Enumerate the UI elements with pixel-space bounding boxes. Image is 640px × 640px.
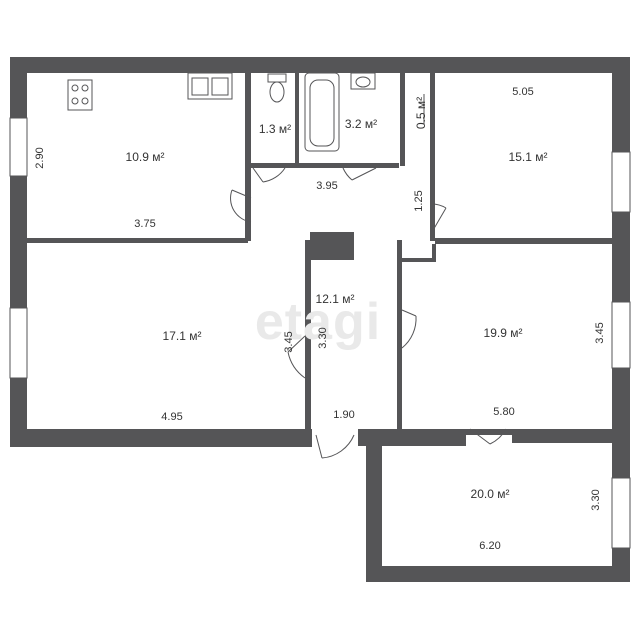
dim-right-room-height: 3.45 bbox=[594, 322, 606, 344]
room-area-right: 19.9 м² bbox=[483, 326, 523, 340]
bottom-room-door bbox=[469, 428, 507, 445]
toilet-bath-wall bbox=[295, 73, 299, 166]
kitchen-wall-right bbox=[245, 73, 251, 241]
room-area-bathroom: 3.2 м² bbox=[344, 117, 378, 131]
dim-right-room-width: 5.80 bbox=[493, 406, 515, 418]
niche-wall-side bbox=[432, 244, 436, 262]
right-room-wall-bottom bbox=[402, 429, 612, 435]
room-area-closet: 0.5 м² bbox=[414, 96, 428, 130]
dim-left-room-width: 4.95 bbox=[161, 411, 183, 423]
room-area-left: 17.1 м² bbox=[162, 329, 202, 343]
left-room-door bbox=[287, 335, 306, 379]
bath-closet-wall bbox=[400, 73, 405, 166]
washbasin-icon bbox=[350, 72, 376, 90]
watermark: etagi bbox=[254, 293, 382, 351]
outer-wall-left bbox=[10, 57, 27, 447]
bottom-room-wall-bottom bbox=[366, 566, 630, 582]
window-bottom-room bbox=[611, 477, 631, 549]
room-area-kitchen: 10.9 м² bbox=[125, 150, 165, 164]
stove-icon bbox=[67, 79, 93, 111]
entrance-door bbox=[315, 434, 355, 459]
kitchen-wall-bottom bbox=[27, 238, 248, 243]
bath-door bbox=[342, 167, 377, 181]
sink-icon bbox=[187, 72, 233, 100]
dim-kitchen-width: 3.75 bbox=[134, 218, 156, 230]
dim-hallway-height: 3.30 bbox=[317, 327, 329, 349]
toilet-icon bbox=[267, 73, 287, 103]
outer-wall-top bbox=[10, 57, 630, 73]
niche-wall bbox=[397, 258, 435, 262]
dim-bottom-room-width: 6.20 bbox=[479, 540, 501, 552]
bottom-room-wall-left bbox=[366, 443, 382, 582]
dim-kitchen-height: 2.90 bbox=[34, 147, 46, 169]
dim-corridor-width: 3.95 bbox=[316, 180, 338, 192]
toilet-door bbox=[252, 167, 286, 183]
corridor-wall-right bbox=[435, 238, 612, 244]
closet-room-wall bbox=[430, 73, 435, 241]
window-kitchen bbox=[9, 117, 28, 177]
dim-top-right-width: 5.05 bbox=[512, 86, 534, 98]
room-area-toilet: 1.3 м² bbox=[258, 122, 292, 136]
dim-left-room-height: 3.45 bbox=[283, 331, 295, 353]
window-top-right bbox=[611, 151, 631, 213]
dim-hallway-width: 1.90 bbox=[333, 409, 355, 421]
window-left-room bbox=[9, 307, 28, 379]
room-area-hallway: 12.1 м² bbox=[315, 292, 355, 306]
dim-bottom-room-height: 3.30 bbox=[590, 489, 602, 511]
bathtub-icon bbox=[304, 72, 340, 152]
dim-corridor-height: 1.25 bbox=[413, 190, 425, 212]
outer-wall-bottom-left bbox=[10, 429, 312, 447]
outer-wall-right bbox=[612, 57, 630, 443]
wet-block-wall-bottom bbox=[251, 163, 399, 168]
right-room-wall-left bbox=[397, 240, 402, 430]
window-right-room bbox=[611, 301, 631, 369]
left-room-wall-right bbox=[305, 240, 311, 430]
shaft bbox=[310, 232, 354, 260]
kitchen-door bbox=[230, 189, 252, 223]
room-area-top-right: 15.1 м² bbox=[508, 150, 548, 164]
top-right-door bbox=[431, 203, 447, 233]
room-area-bottom: 20.0 м² bbox=[470, 487, 510, 501]
right-room-door bbox=[401, 309, 417, 349]
